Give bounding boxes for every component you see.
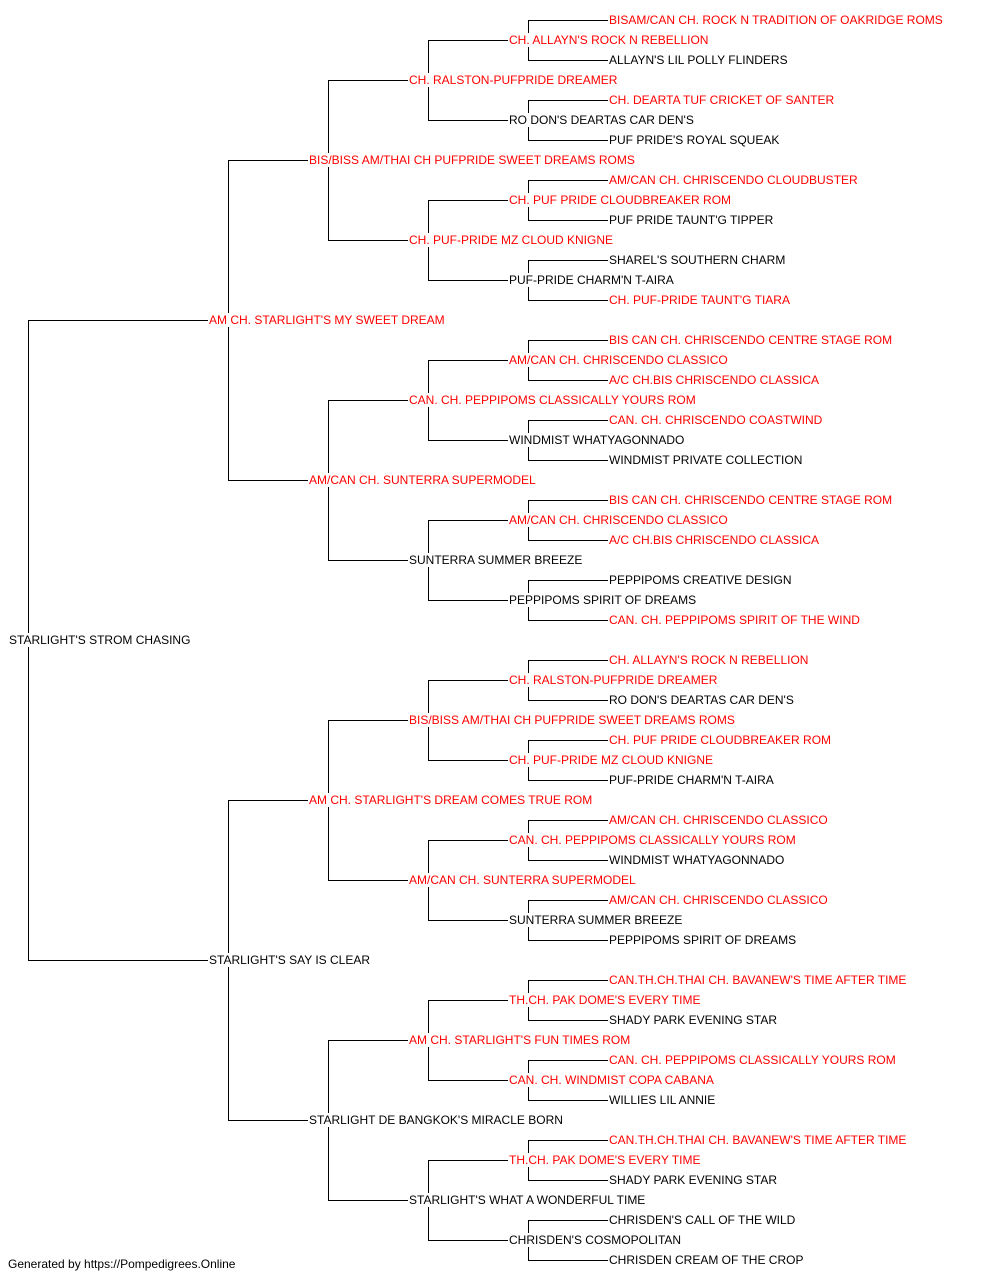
pedigree-entry-gen-5: WINDMIST PRIVATE COLLECTION — [608, 453, 804, 467]
pedigree-entry-gen-5: CH. PUF PRIDE CLOUDBREAKER ROM — [608, 733, 833, 747]
pedigree-entry-gen-5: CAN. CH. PEPPIPOMS CLASSICALLY YOURS ROM — [608, 1053, 897, 1067]
pedigree-entry-gen-5: ALLAYN'S LIL POLLY FLINDERS — [608, 53, 789, 67]
pedigree-entry-gen-1: AM CH. STARLIGHT'S MY SWEET DREAM — [208, 313, 446, 327]
pedigree-entry-gen-4: TH.CH. PAK DOME'S EVERY TIME — [508, 1153, 702, 1167]
pedigree-entry-gen-5: BIS CAN CH. CHRISCENDO CENTRE STAGE ROM — [608, 493, 894, 507]
pedigree-entry-gen-4: PEPPIPOMS SPIRIT OF DREAMS — [508, 593, 698, 607]
pedigree-entry-gen-5: BISAM/CAN CH. ROCK N TRADITION OF OAKRID… — [608, 13, 944, 27]
pedigree-entry-gen-3: CAN. CH. PEPPIPOMS CLASSICALLY YOURS ROM — [408, 393, 697, 407]
pedigree-entry-gen-5: SHAREL'S SOUTHERN CHARM — [608, 253, 787, 267]
pedigree-entry-gen-4: SUNTERRA SUMMER BREEZE — [508, 913, 684, 927]
pedigree-entry-gen-4: CHRISDEN'S COSMOPOLITAN — [508, 1233, 683, 1247]
pedigree-entry-gen-4: CH. PUF-PRIDE MZ CLOUD KNIGNE — [508, 753, 715, 767]
pedigree-entry-gen-3: CH. PUF-PRIDE MZ CLOUD KNIGNE — [408, 233, 615, 247]
pedigree-entry-gen-5: CAN. CH. PEPPIPOMS SPIRIT OF THE WIND — [608, 613, 861, 627]
pedigree-entry-gen-5: AM/CAN CH. CHRISCENDO CLASSICO — [608, 893, 829, 907]
pedigree-entry-gen-5: CH. PUF-PRIDE TAUNT'G TIARA — [608, 293, 791, 307]
pedigree-entry-gen-2: AM CH. STARLIGHT'S DREAM COMES TRUE ROM — [308, 793, 594, 807]
pedigree-entry-gen-3: SUNTERRA SUMMER BREEZE — [408, 553, 584, 567]
pedigree-entry-gen-4: TH.CH. PAK DOME'S EVERY TIME — [508, 993, 702, 1007]
pedigree-entry-gen-5: CH. DEARTA TUF CRICKET OF SANTER — [608, 93, 836, 107]
pedigree-entry-gen-5: CHRISDEN'S CALL OF THE WILD — [608, 1213, 797, 1227]
pedigree-entry-gen-5: WINDMIST WHATYAGONNADO — [608, 853, 786, 867]
pedigree-entry-gen-5: CH. ALLAYN'S ROCK N REBELLION — [608, 653, 810, 667]
pedigree-entry-gen-3: BIS/BISS AM/THAI CH PUFPRIDE SWEET DREAM… — [408, 713, 736, 727]
pedigree-entry-gen-2: AM/CAN CH. SUNTERRA SUPERMODEL — [308, 473, 537, 487]
pedigree-entry-gen-5: PUF PRIDE'S ROYAL SQUEAK — [608, 133, 781, 147]
pedigree-entry-gen-5: PEPPIPOMS SPIRIT OF DREAMS — [608, 933, 798, 947]
pedigree-entry-gen-5: CAN.TH.CH.THAI CH. BAVANEW'S TIME AFTER … — [608, 973, 908, 987]
pedigree-entry-gen-0: STARLIGHT'S STROM CHASING — [8, 633, 192, 647]
pedigree-entry-gen-4: CH. ALLAYN'S ROCK N REBELLION — [508, 33, 710, 47]
pedigree-entry-gen-3: CH. RALSTON-PUFPRIDE DREAMER — [408, 73, 619, 87]
pedigree-entry-gen-5: PUF PRIDE TAUNT'G TIPPER — [608, 213, 775, 227]
pedigree-entry-gen-5: SHADY PARK EVENING STAR — [608, 1173, 779, 1187]
pedigree-entry-gen-3: AM CH. STARLIGHT'S FUN TIMES ROM — [408, 1033, 632, 1047]
pedigree-entry-gen-4: CH. PUF PRIDE CLOUDBREAKER ROM — [508, 193, 733, 207]
footer-credit: Generated by https://Pompedigrees.Online — [8, 1257, 236, 1271]
pedigree-entry-gen-5: PEPPIPOMS CREATIVE DESIGN — [608, 573, 793, 587]
pedigree-entry-gen-5: A/C CH.BIS CHRISCENDO CLASSICA — [608, 533, 821, 547]
pedigree-entry-gen-5: CHRISDEN CREAM OF THE CROP — [608, 1253, 805, 1267]
pedigree-entry-gen-4: CAN. CH. PEPPIPOMS CLASSICALLY YOURS ROM — [508, 833, 797, 847]
pedigree-entry-gen-4: WINDMIST WHATYAGONNADO — [508, 433, 686, 447]
pedigree-entry-gen-2: STARLIGHT DE BANGKOK'S MIRACLE BORN — [308, 1113, 564, 1127]
pedigree-entry-gen-5: BIS CAN CH. CHRISCENDO CENTRE STAGE ROM — [608, 333, 894, 347]
pedigree-entry-gen-5: RO DON'S DEARTAS CAR DEN'S — [608, 693, 795, 707]
pedigree-entry-gen-4: CH. RALSTON-PUFPRIDE DREAMER — [508, 673, 719, 687]
pedigree-entry-gen-4: CAN. CH. WINDMIST COPA CABANA — [508, 1073, 715, 1087]
pedigree-entry-gen-5: CAN. CH. CHRISCENDO COASTWIND — [608, 413, 824, 427]
pedigree-entry-gen-5: A/C CH.BIS CHRISCENDO CLASSICA — [608, 373, 821, 387]
pedigree-entry-gen-5: AM/CAN CH. CHRISCENDO CLOUDBUSTER — [608, 173, 859, 187]
pedigree-entry-gen-5: PUF-PRIDE CHARM'N T-AIRA — [608, 773, 775, 787]
pedigree-entry-gen-5: WILLIES LIL ANNIE — [608, 1093, 717, 1107]
pedigree-entry-gen-5: SHADY PARK EVENING STAR — [608, 1013, 779, 1027]
pedigree-entry-gen-3: AM/CAN CH. SUNTERRA SUPERMODEL — [408, 873, 637, 887]
pedigree-entry-gen-5: CAN.TH.CH.THAI CH. BAVANEW'S TIME AFTER … — [608, 1133, 908, 1147]
pedigree-entry-gen-4: AM/CAN CH. CHRISCENDO CLASSICO — [508, 513, 729, 527]
pedigree-entry-gen-3: STARLIGHT'S WHAT A WONDERFUL TIME — [408, 1193, 647, 1207]
pedigree-entry-gen-4: AM/CAN CH. CHRISCENDO CLASSICO — [508, 353, 729, 367]
pedigree-entry-gen-4: PUF-PRIDE CHARM'N T-AIRA — [508, 273, 675, 287]
pedigree-entry-gen-4: RO DON'S DEARTAS CAR DEN'S — [508, 113, 695, 127]
pedigree-entry-gen-2: BIS/BISS AM/THAI CH PUFPRIDE SWEET DREAM… — [308, 153, 636, 167]
pedigree-entry-gen-1: STARLIGHT'S SAY IS CLEAR — [208, 953, 372, 967]
pedigree-entry-gen-5: AM/CAN CH. CHRISCENDO CLASSICO — [608, 813, 829, 827]
